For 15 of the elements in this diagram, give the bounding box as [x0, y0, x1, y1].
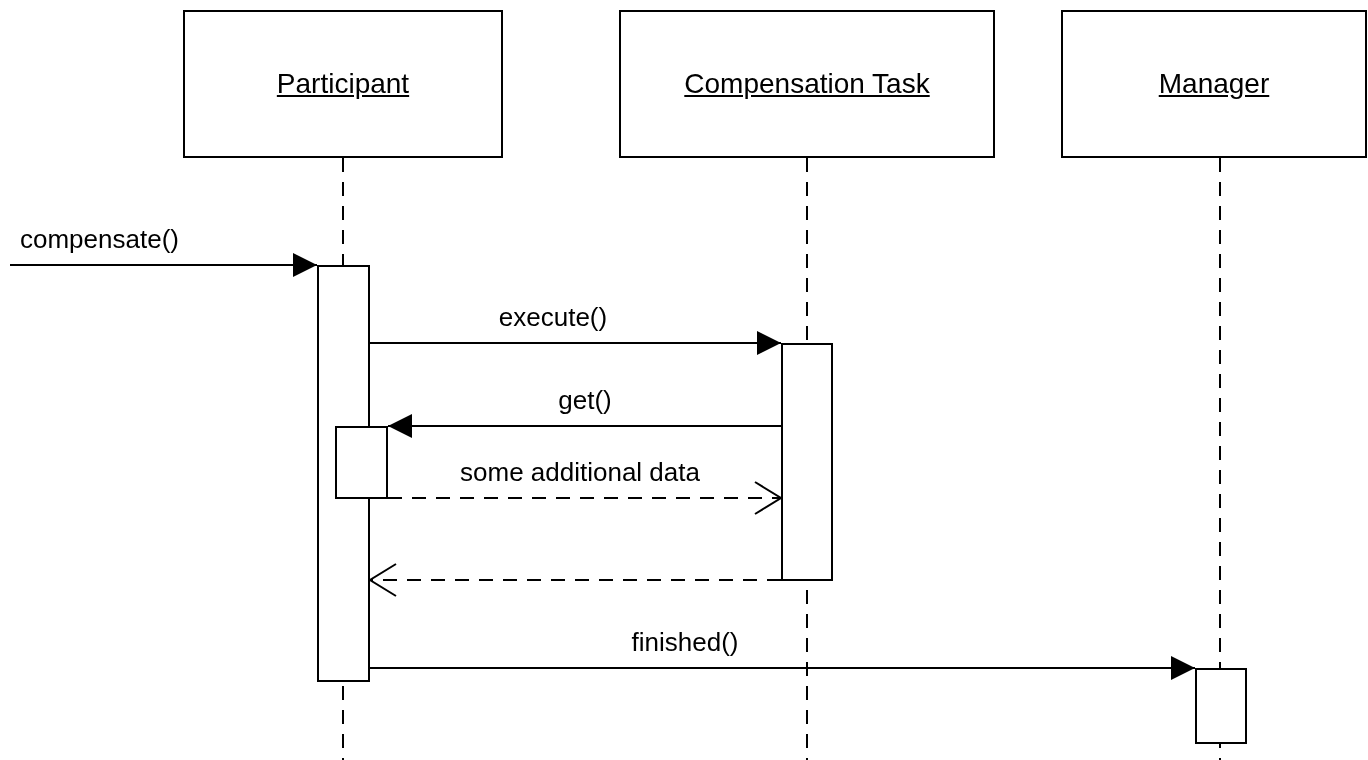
activation-bar — [781, 343, 833, 581]
lifeline-head-box — [1061, 10, 1367, 158]
lifeline-head-box — [619, 10, 995, 158]
message-arrow — [369, 331, 782, 355]
lifeline-head-box — [183, 10, 503, 158]
participant-name: Manager — [1158, 68, 1270, 100]
participant-name: Participant — [276, 68, 410, 100]
message-arrow — [387, 414, 782, 438]
participant-name: Compensation Task — [684, 68, 930, 100]
message-arrow — [387, 481, 782, 515]
activation-bar — [335, 426, 388, 499]
activation-bar — [1195, 668, 1247, 744]
message-arrow — [369, 563, 782, 597]
message-arrow — [369, 656, 1196, 680]
message-arrow — [9, 253, 318, 277]
